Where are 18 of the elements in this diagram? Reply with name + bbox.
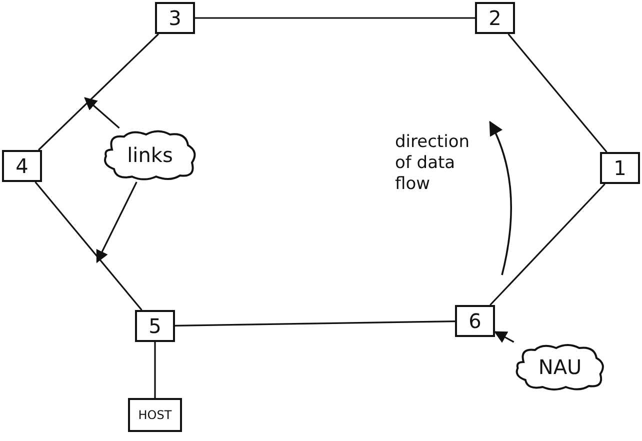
link-line [34, 181, 142, 311]
note-text: direction of data flow [395, 132, 470, 195]
link-line [508, 33, 608, 153]
arrow [494, 331, 514, 343]
leader-arrow [96, 182, 138, 264]
leader-arrow [84, 97, 120, 129]
node-box: 2 [475, 2, 515, 34]
link-line [38, 33, 160, 151]
link-line [195, 17, 475, 19]
link-line [490, 183, 606, 306]
node-box: 5 [135, 310, 175, 342]
node-box: 4 [2, 150, 42, 182]
node-box: 6 [455, 305, 495, 337]
link-line [154, 342, 156, 398]
node-box: HOST [128, 398, 182, 432]
node-box: 1 [600, 152, 640, 184]
link-line [174, 320, 456, 326]
node-box: 3 [155, 2, 195, 34]
